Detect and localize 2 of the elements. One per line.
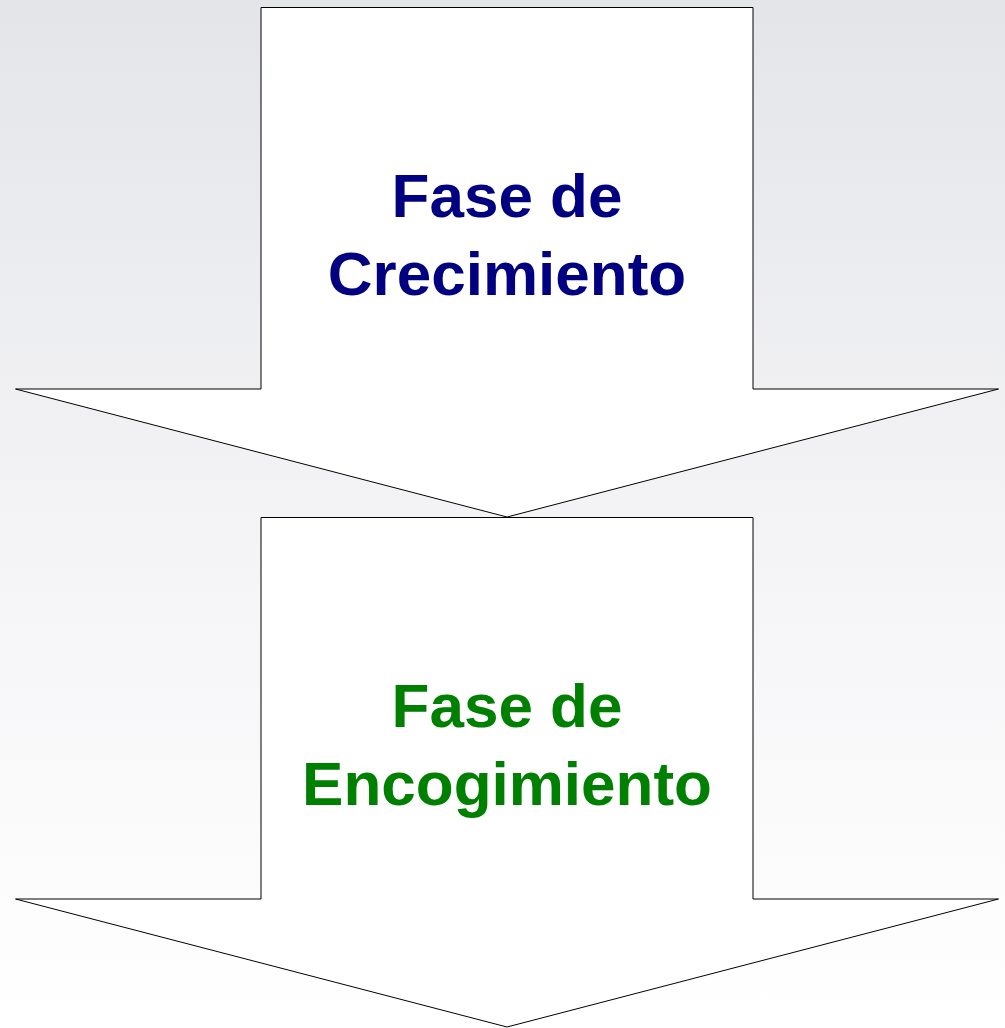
- phase-label: Fase de Crecimiento: [326, 160, 688, 310]
- phase-label: Fase de Encogimiento: [301, 670, 713, 820]
